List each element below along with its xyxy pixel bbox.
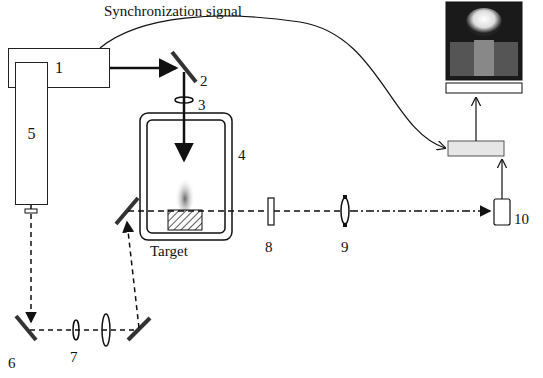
callout-number: 7	[70, 350, 78, 365]
callout-number: 8	[265, 240, 273, 255]
callout-number: 10	[514, 212, 529, 227]
callout-number: 1	[55, 60, 63, 76]
callout-number: 5	[28, 126, 36, 142]
callout-number: Target	[150, 244, 188, 259]
callout-number: 2	[200, 74, 208, 89]
callout-number: 4	[238, 148, 246, 163]
callout-number: 6	[8, 356, 16, 371]
callout-number: 3	[198, 98, 206, 113]
callout-number: 9	[341, 240, 349, 255]
signal-label: Synchronization signal	[104, 4, 242, 19]
instrument-box: 5	[15, 62, 48, 205]
